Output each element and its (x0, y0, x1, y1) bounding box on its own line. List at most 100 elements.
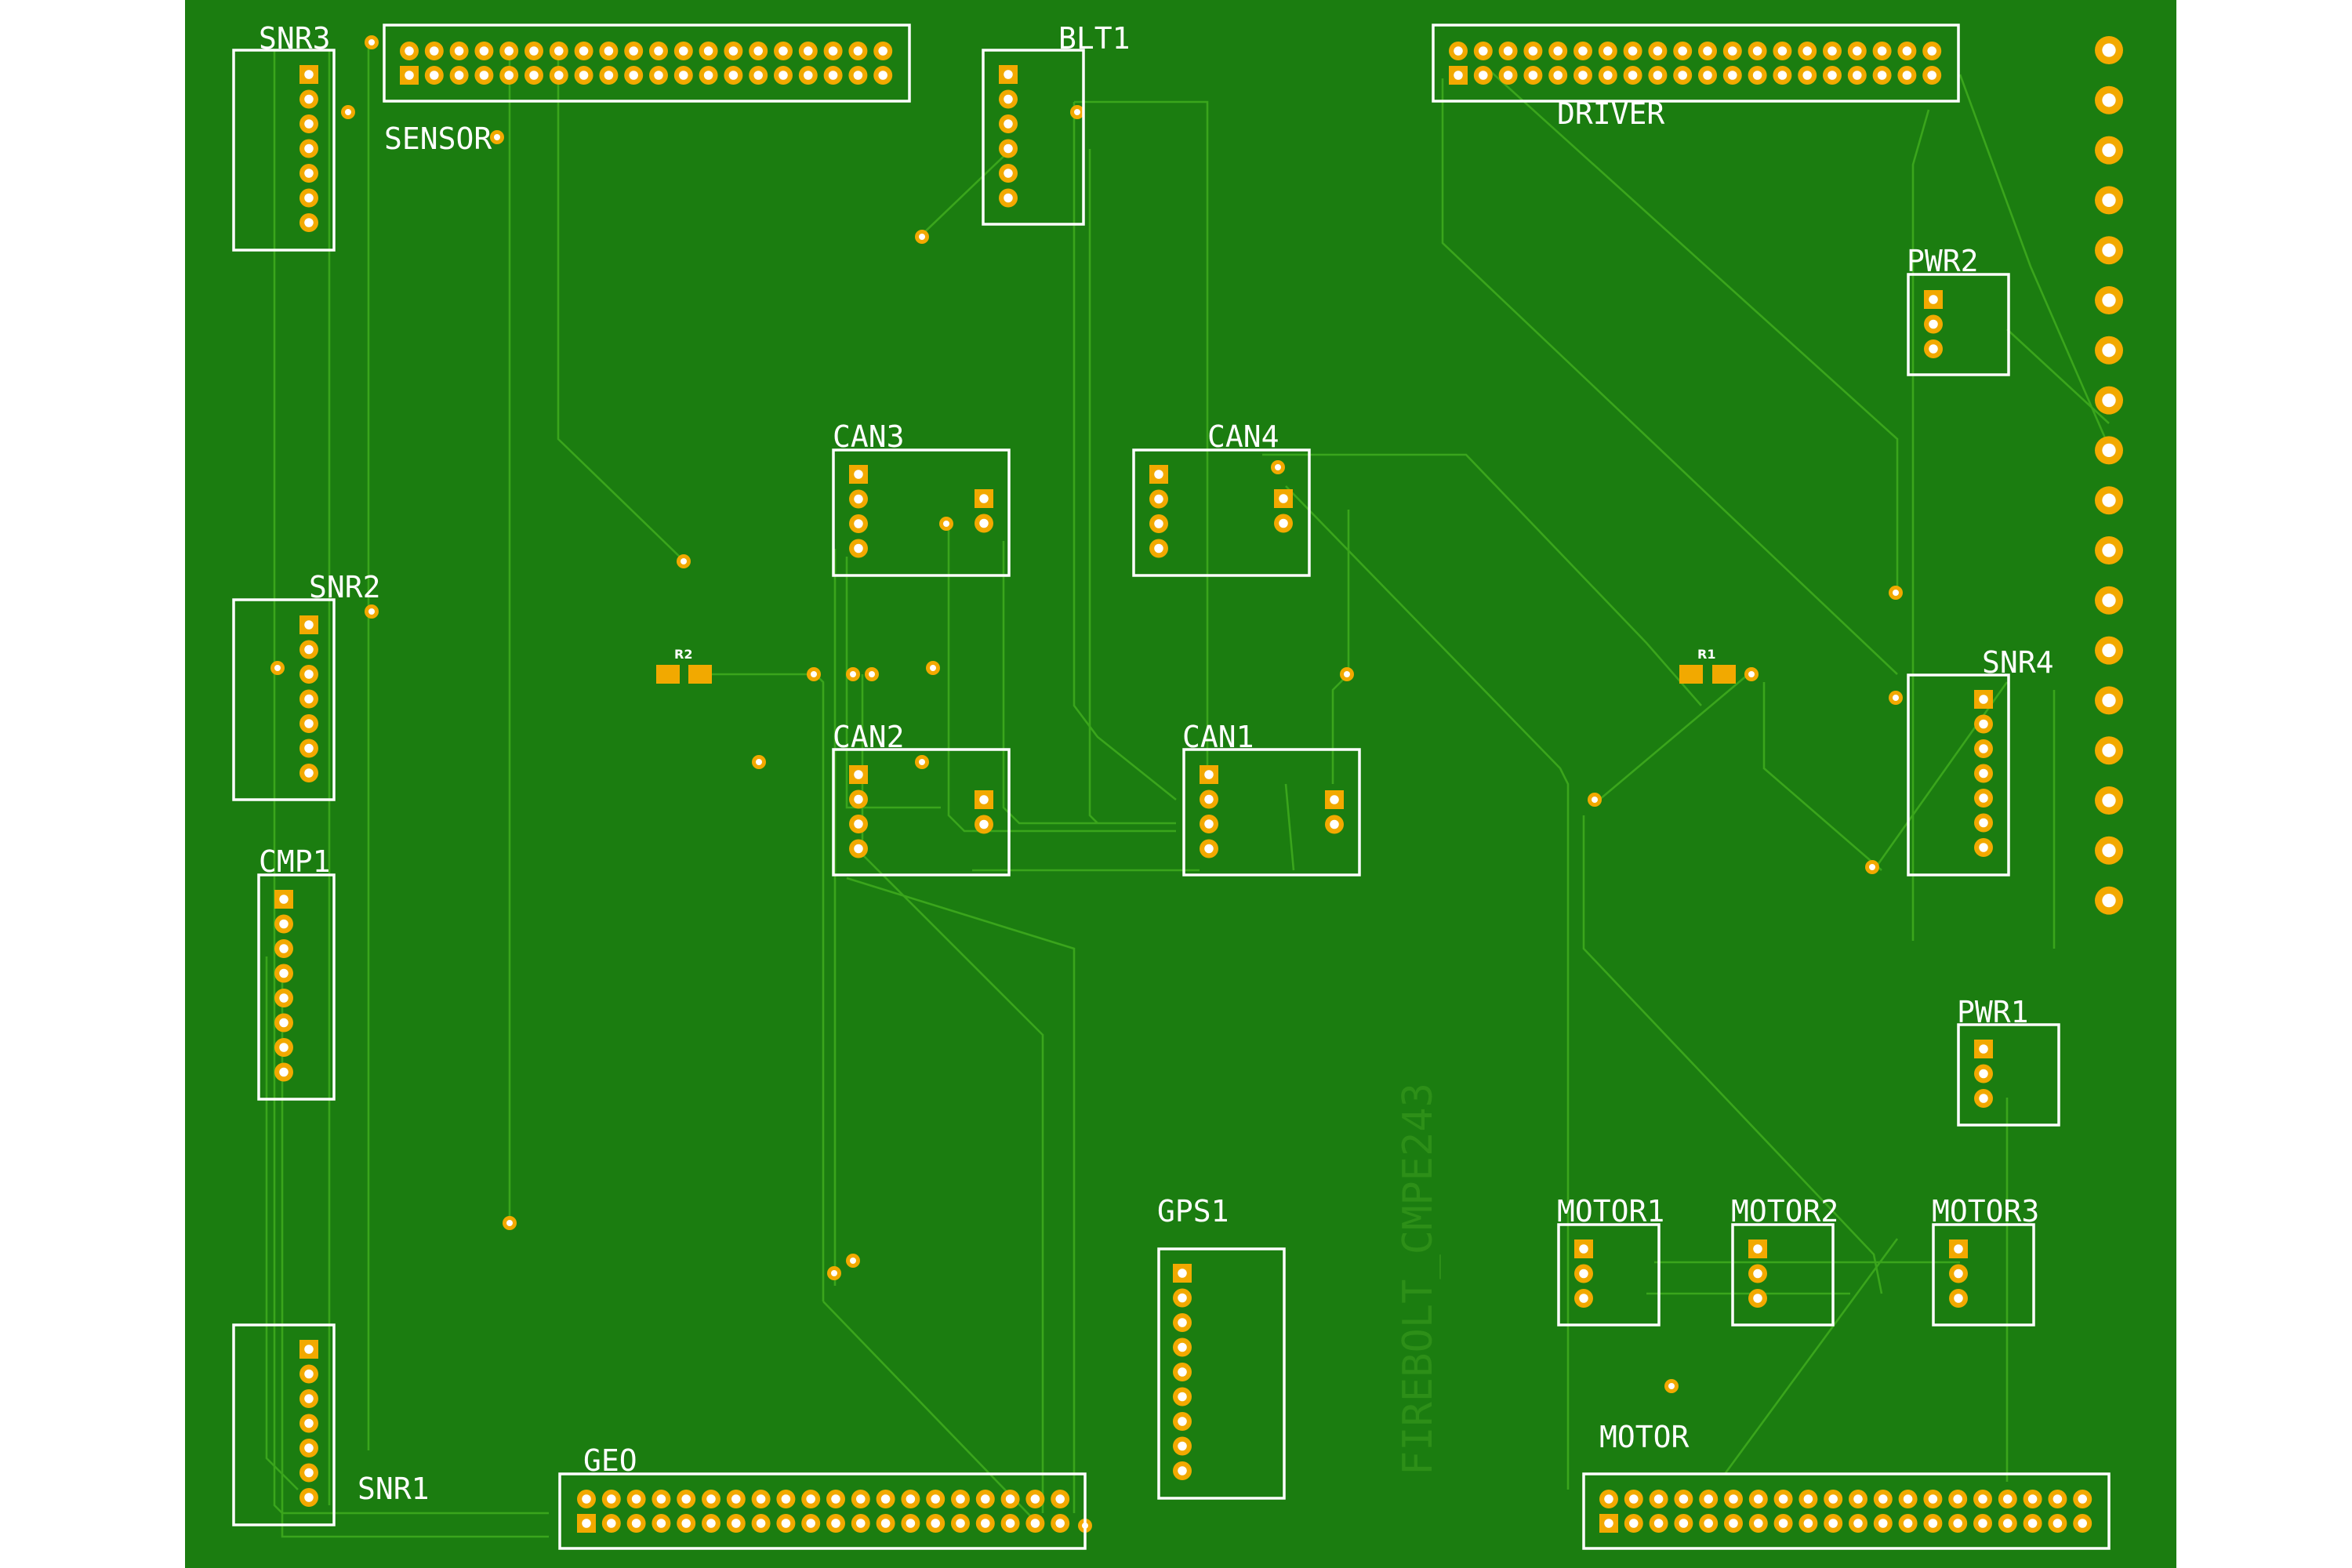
geo-pin (751, 1490, 771, 1508)
driver-pin (1623, 42, 1642, 60)
motor1-pin (1574, 1289, 1593, 1308)
geo-pin (652, 1490, 671, 1508)
via (846, 667, 860, 681)
cmp1-pin (274, 914, 293, 934)
geo-pin (851, 1490, 870, 1508)
snr4-pin (1974, 813, 1993, 833)
sensor-pin (574, 42, 593, 60)
driver-pin (1573, 66, 1592, 85)
motor-pin (1624, 1514, 1643, 1533)
via (677, 554, 691, 568)
snr2-pin (299, 764, 318, 782)
sensor-pin (400, 66, 419, 85)
snr1-pin (299, 1340, 318, 1359)
sensor-pin (798, 66, 818, 85)
motor-pin (2023, 1490, 2042, 1508)
motor3-pin (1949, 1264, 1968, 1283)
blt1-pin (999, 114, 1018, 133)
label-can2: CAN2 (833, 720, 905, 754)
trace (861, 674, 1044, 1513)
sensor-pin (524, 42, 543, 60)
via (341, 105, 355, 119)
label-can3: CAN3 (833, 419, 905, 454)
geo-pin (1051, 1490, 1070, 1508)
motor-pin (1898, 1514, 1918, 1533)
gps1-pin (1173, 1313, 1192, 1332)
gps1-pin (1173, 1363, 1192, 1381)
sensor-pin (474, 66, 494, 85)
edge-connector-pin (2095, 336, 2123, 365)
geo-pin (601, 1514, 621, 1533)
driver-pin (1523, 66, 1543, 85)
can2-pin (849, 765, 868, 784)
driver-pin (1548, 42, 1568, 60)
motor-pin (1748, 1514, 1768, 1533)
trace (1958, 74, 2111, 448)
cmp1-pin (274, 1062, 293, 1082)
can2-pin (849, 815, 868, 833)
sensor-pin (724, 66, 743, 85)
can4-pin (1149, 489, 1168, 509)
can4-pin (1274, 514, 1293, 533)
trace (2006, 328, 2110, 424)
sensor-pin (673, 42, 693, 60)
geo-pin (851, 1514, 870, 1533)
can1-pin (1200, 765, 1218, 784)
edge-connector-pin (2095, 686, 2123, 715)
snr1-pin (299, 1488, 318, 1507)
pwr1-pin (1974, 1089, 1993, 1108)
geo-pin (1051, 1514, 1070, 1533)
label-driver: DRIVER (1557, 96, 1664, 131)
sensor-pin (549, 42, 568, 60)
via (1340, 667, 1354, 681)
snr3-pin (299, 65, 318, 84)
sensor-pin (823, 66, 843, 85)
trace (1073, 102, 1177, 801)
label-motor: MOTOR (1599, 1420, 1690, 1454)
gps1-pin (1173, 1338, 1192, 1357)
via (1588, 793, 1602, 807)
can3-pin (849, 465, 868, 484)
cmp1-outline (257, 873, 336, 1101)
motor3-pin (1949, 1240, 1968, 1258)
motor-pin (1773, 1490, 1793, 1508)
geo-pin (826, 1490, 845, 1508)
edge-connector-pin (2095, 536, 2123, 564)
trace (557, 43, 684, 561)
geo-pin (726, 1514, 746, 1533)
sensor-pin (599, 42, 619, 60)
can3-pin (975, 514, 993, 533)
motor-pin (1599, 1490, 1618, 1508)
cmp1-pin (274, 890, 293, 909)
can1-pin (1325, 790, 1344, 809)
edge-connector-pin (2095, 886, 2123, 915)
can1-pin (1325, 815, 1344, 834)
pwr1-pin (1974, 1064, 1993, 1083)
edge-connector-pin (2095, 486, 2123, 515)
via (926, 661, 940, 675)
sensor-pin (449, 42, 469, 60)
driver-pin (1798, 66, 1817, 85)
geo-pin (1000, 1514, 1020, 1533)
blt1-pin (999, 89, 1018, 109)
via (1889, 691, 1903, 705)
via (827, 1266, 841, 1280)
geo-pin (1025, 1514, 1045, 1533)
pwr2-pin (1924, 314, 1943, 334)
gps1-pin (1173, 1461, 1192, 1480)
gps1-pin (1173, 1387, 1192, 1406)
geo-pin (652, 1514, 671, 1533)
sensor-pin (424, 42, 444, 60)
motor-pin (1973, 1514, 1992, 1533)
snr3-pin (299, 188, 318, 208)
motor2-pin (1748, 1289, 1767, 1308)
via (1070, 105, 1084, 119)
can2-pin (849, 839, 868, 858)
sensor-pin (449, 66, 469, 85)
label-geo: GEO (583, 1443, 637, 1478)
label-snr2: SNR2 (309, 570, 381, 604)
driver-pin (1847, 66, 1867, 85)
sensor-pin (848, 66, 868, 85)
can3-pin (849, 514, 868, 533)
